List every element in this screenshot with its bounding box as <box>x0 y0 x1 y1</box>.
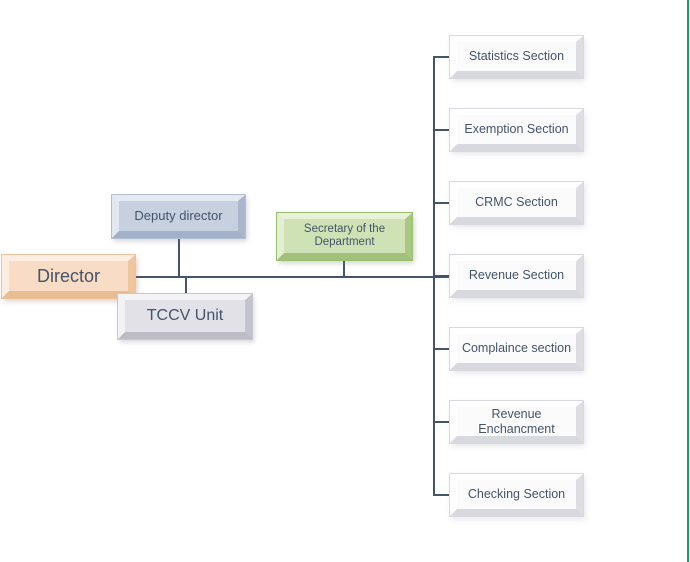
org-node-statistics-section: Statistics Section <box>449 35 584 79</box>
org-node-checking-section: Checking Section <box>449 473 584 517</box>
connector-tick-statistics <box>433 56 450 58</box>
org-node-secretary: Secretary of the Department <box>276 212 413 261</box>
connector-secretary-vertical <box>343 260 345 277</box>
org-node-director: Director <box>1 254 136 299</box>
org-node-exemption-section: Exemption Section <box>449 108 584 152</box>
connector-tccv-vertical <box>185 277 187 295</box>
connector-tick-revenue <box>433 275 450 277</box>
org-node-crmc-section: CRMC Section <box>449 181 584 225</box>
connector-tick-revenue-enchancment <box>433 421 450 423</box>
connector-tick-checking <box>433 494 450 496</box>
connector-deputy-vertical <box>178 238 180 277</box>
connector-tick-complaince <box>433 348 450 350</box>
connector-tick-exemption <box>433 129 450 131</box>
connector-main-horizontal <box>134 276 450 278</box>
org-node-deputy-director: Deputy director <box>111 194 246 239</box>
page-border-right <box>686 0 689 562</box>
org-node-revenue-enchancment: Revenue Enchancment <box>449 400 584 444</box>
org-node-tccv-unit: TCCV Unit <box>117 293 253 340</box>
connector-tick-crmc <box>433 202 450 204</box>
org-node-complaince-section: Complaince section <box>449 327 584 371</box>
org-node-revenue-section: Revenue Section <box>449 254 584 298</box>
